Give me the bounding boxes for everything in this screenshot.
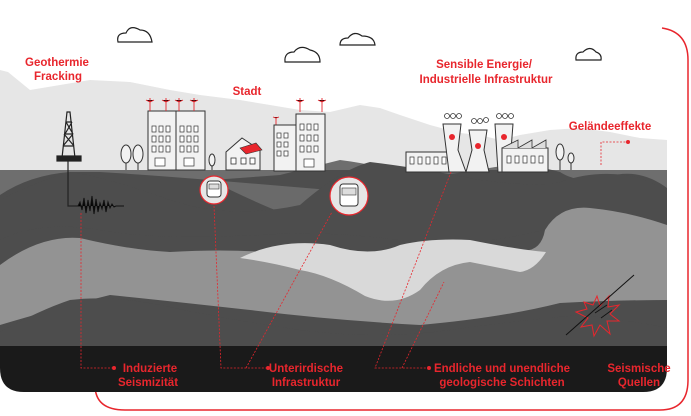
tree-icon [208, 153, 216, 170]
cloud-icon [284, 46, 321, 63]
cloud-icon [575, 47, 602, 61]
apartment-building [147, 110, 206, 171]
subway-train-icon [199, 175, 229, 205]
seismogram-icon [77, 195, 124, 215]
label-induzierte: Induzierte [123, 363, 177, 375]
bedrock-band [0, 346, 667, 392]
label-geologische-schichten: geologische Schichten [439, 377, 564, 389]
red-frame [94, 27, 689, 411]
mountain-silhouette [0, 70, 667, 172]
label-gelaendeeffekte: Geländeeffekte [569, 121, 651, 133]
tree-icon [132, 144, 144, 170]
label-stadt: Stadt [233, 86, 262, 98]
label-seismizitaet: Seismizität [118, 377, 178, 389]
cloud-icon [339, 32, 376, 46]
label-quellen: Quellen [618, 377, 660, 389]
cloud-icon [117, 27, 153, 43]
wind-turbine-icon [145, 98, 327, 125]
radiation-icon [449, 134, 507, 149]
seismic-source-icon [565, 274, 635, 338]
subway-train-icon [329, 176, 369, 216]
label-sensible-energie: Sensible Energie/ [436, 59, 533, 71]
label-seismische: Seismische [607, 363, 670, 375]
label-industrielle-infrastruktur: Industrielle Infrastruktur [420, 74, 553, 86]
house [225, 137, 263, 171]
drilling-rig-icon [56, 111, 82, 207]
power-plant [405, 113, 549, 173]
leader-lines [80, 140, 630, 370]
label-infrastruktur: Infrastruktur [272, 377, 341, 389]
label-unterirdische: Unterirdische [269, 363, 343, 375]
label-fracking: Fracking [34, 71, 82, 83]
smoke-icon [444, 113, 514, 124]
tree-icon [120, 144, 132, 170]
label-endliche-unendliche: Endliche und unendliche [434, 363, 570, 375]
label-geothermie: Geothermie [25, 57, 89, 69]
tree-icon [567, 152, 575, 170]
tree-icon [555, 143, 565, 170]
apartment-building [273, 113, 326, 172]
